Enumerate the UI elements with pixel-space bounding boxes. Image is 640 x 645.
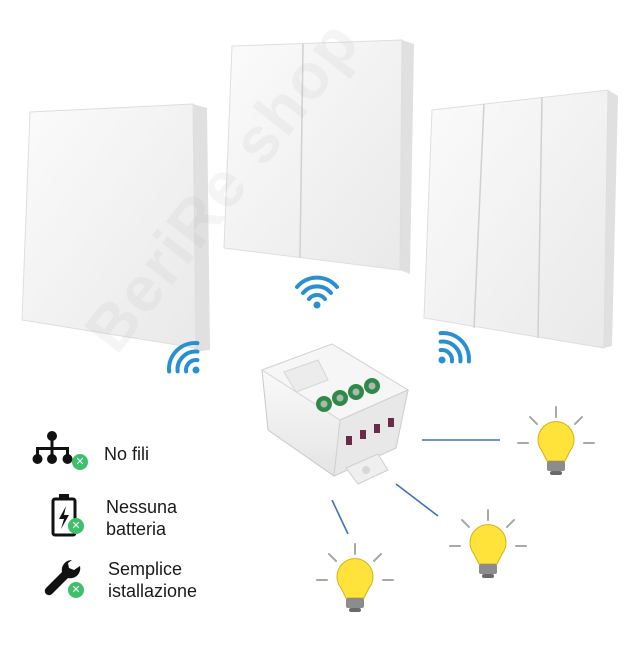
wall-switch-double bbox=[223, 39, 414, 274]
feature-label-line: batteria bbox=[106, 519, 167, 539]
feature-no-battery: ✕ Nessuna batteria bbox=[50, 494, 177, 542]
feature-no-wires: ✕ No fili bbox=[32, 430, 149, 478]
feature-label: Semplice istallazione bbox=[108, 558, 197, 602]
wireless-signal-icon bbox=[438, 331, 471, 364]
feature-label-line: Semplice bbox=[108, 559, 183, 579]
wireless-signal-icon bbox=[167, 341, 200, 374]
light-bulb-icon bbox=[449, 509, 527, 578]
wireless-receiver-module bbox=[260, 343, 410, 485]
network-tree-icon: ✕ bbox=[32, 430, 88, 478]
wrench-icon: ✕ bbox=[42, 556, 84, 604]
feature-label: Nessuna batteria bbox=[106, 496, 177, 540]
feature-label: No fili bbox=[104, 444, 150, 464]
wireless-signal-icon bbox=[295, 275, 339, 309]
feature-label-line: Nessuna bbox=[106, 497, 178, 517]
screw-terminals bbox=[316, 378, 380, 412]
feature-label-line: istallazione bbox=[108, 581, 198, 601]
wall-switch-single bbox=[21, 103, 210, 352]
check-icon: ✕ bbox=[68, 518, 84, 534]
battery-icon: ✕ bbox=[50, 494, 84, 542]
light-bulb-icon bbox=[316, 543, 394, 612]
connection-wires bbox=[331, 439, 500, 535]
wall-switch-triple bbox=[423, 89, 618, 349]
check-icon: ✕ bbox=[68, 582, 84, 598]
check-icon: ✕ bbox=[72, 454, 88, 470]
light-bulb-icon bbox=[517, 406, 595, 475]
feature-easy-install: ✕ Semplice istallazione bbox=[42, 556, 197, 604]
